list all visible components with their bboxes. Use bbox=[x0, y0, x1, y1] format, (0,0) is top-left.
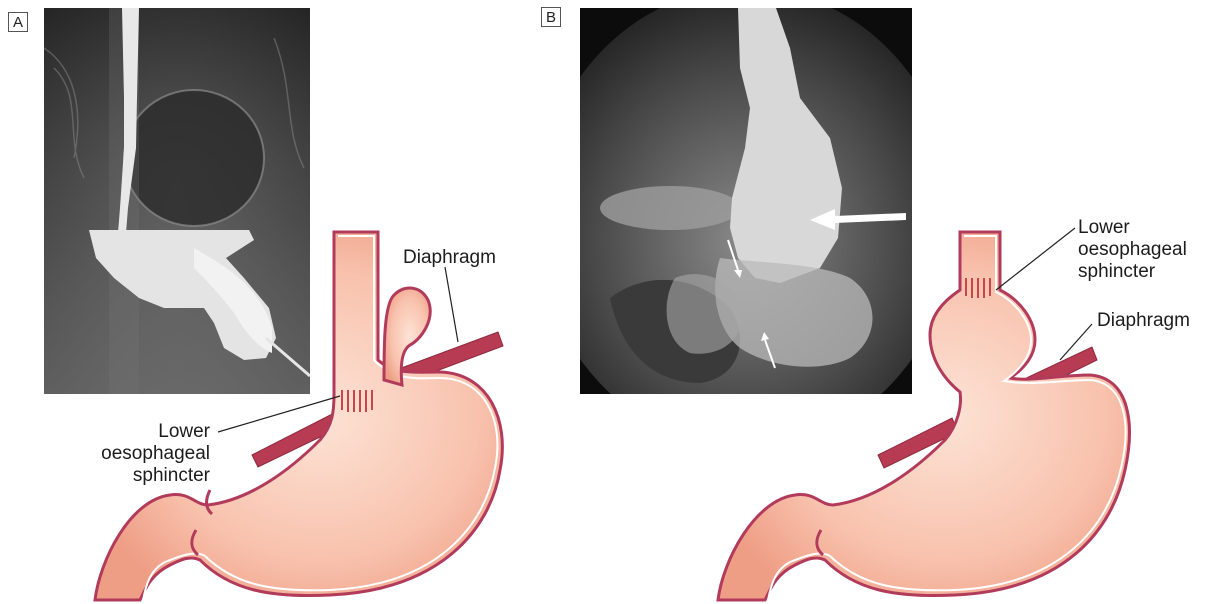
les-label-a-line3: sphincter bbox=[98, 465, 210, 486]
stomach-illustration-a bbox=[95, 232, 503, 600]
les-label-b-line3: sphincter bbox=[1078, 261, 1155, 282]
les-leader-b bbox=[996, 228, 1075, 290]
stomach-body-b bbox=[718, 232, 1129, 600]
les-label-a: Lower bbox=[118, 421, 210, 442]
stomach-illustration-b bbox=[718, 228, 1129, 600]
les-label-a-line2: oesophageal bbox=[88, 443, 210, 464]
les-label-b-line2: oesophageal bbox=[1078, 239, 1187, 260]
les-label-b-line1: Lower bbox=[1078, 217, 1130, 238]
diaphragm-leader-a bbox=[445, 267, 458, 342]
diaphragm-label-b: Diaphragm bbox=[1097, 310, 1190, 331]
stomach-body-a bbox=[95, 232, 502, 600]
les-label-a-line1: Lower bbox=[118, 421, 210, 442]
diaphragm-label-a: Diaphragm bbox=[403, 247, 496, 268]
